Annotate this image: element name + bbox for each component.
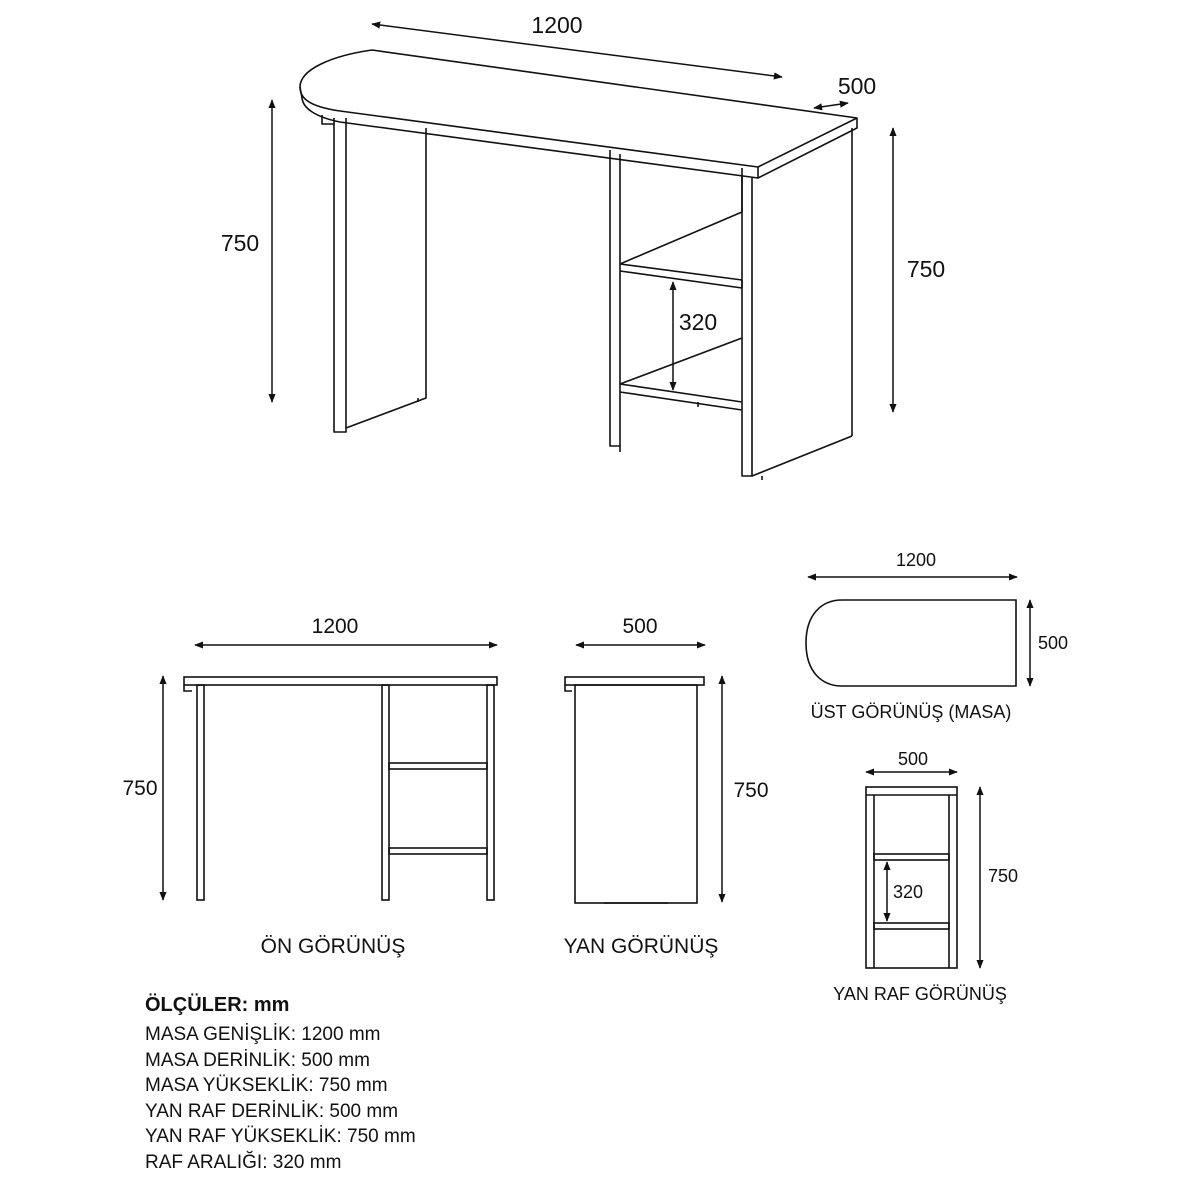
- spec-label: YAN RAF YÜKSEKLİK:: [145, 1126, 342, 1148]
- iso-shelf-lower: [619, 337, 743, 411]
- shelf-side-width-label: 500: [898, 749, 928, 769]
- iso-shelf-outer-panel: [741, 176, 753, 477]
- side-height-label: 750: [733, 779, 768, 802]
- iso-height-right-label: 750: [907, 256, 945, 282]
- dimensions-list: ÖLÇÜLER: mm MASA GENİŞLİK: 1200 mm MASA …: [145, 992, 416, 1176]
- spec-value: 1200 mm: [301, 1024, 381, 1045]
- spec-label: YAN RAF DERİNLİK:: [145, 1100, 325, 1122]
- front-view-title: ÖN GÖRÜNÜŞ: [261, 935, 406, 958]
- shelf-side-upper-shelf: [873, 853, 950, 861]
- spec-value: 500 mm: [329, 1100, 399, 1122]
- front-view: [183, 676, 498, 901]
- front-shelf-upper: [388, 762, 488, 770]
- spec-value: 750 mm: [347, 1126, 416, 1148]
- spec-value: 500 mm: [301, 1049, 370, 1071]
- iso-depth-label: 500: [838, 73, 876, 99]
- top-view: [805, 599, 1017, 687]
- side-panel: [574, 684, 698, 904]
- front-height-label: 750: [122, 777, 157, 800]
- iso-shelf-gap-label: 320: [679, 309, 717, 335]
- spec-label: MASA GENİŞLİK:: [145, 1024, 296, 1045]
- iso-shelf-inner-panel: [609, 150, 621, 447]
- iso-depth-dimension-line: [813, 100, 849, 111]
- spec-row-table-width: MASA GENİŞLİK: 1200 mm: [145, 1022, 416, 1048]
- spec-row-shelf-spacing: RAF ARALIĞI: 320 mm: [145, 1150, 416, 1176]
- side-tabletop: [564, 676, 705, 686]
- shelf-side-gap-label: 320: [893, 882, 923, 902]
- iso-tabletop-edge: [299, 86, 759, 179]
- shelf-side-view-title: YAN RAF GÖRÜNÜŞ: [833, 984, 1007, 1004]
- side-view-title: YAN GÖRÜNÜŞ: [564, 935, 719, 958]
- top-tabletop-outline: [805, 599, 1017, 687]
- iso-width-label: 1200: [531, 12, 582, 38]
- spec-value: 750 mm: [318, 1075, 388, 1097]
- front-shelf-lower: [388, 847, 488, 855]
- spec-label: MASA YÜKSEKLİK:: [145, 1075, 314, 1097]
- front-shelf-inner-panel: [381, 684, 390, 901]
- top-width-label: 1200: [896, 550, 936, 570]
- spec-row-shelf-depth: YAN RAF DERİNLİK: 500 mm: [145, 1099, 416, 1125]
- iso-tabletop: [299, 49, 858, 168]
- top-view-title: ÜST GÖRÜNÜŞ (MASA): [811, 702, 1012, 722]
- spec-label: RAF ARALIĞI:: [145, 1151, 268, 1173]
- shelf-side-view: [865, 786, 958, 969]
- spec-row-table-depth: MASA DERİNLİK: 500 mm: [145, 1048, 416, 1074]
- shelf-side-outer: [865, 786, 958, 969]
- front-tabletop: [183, 676, 498, 686]
- shelf-side-height-label: 750: [988, 866, 1018, 886]
- iso-height-left-label: 750: [221, 230, 259, 256]
- spec-row-shelf-height: YAN RAF YÜKSEKLİK: 750 mm: [145, 1124, 416, 1150]
- iso-width-dimension-line: [371, 21, 783, 80]
- iso-shelf-upper: [619, 211, 743, 289]
- dimensions-title: ÖLÇÜLER: mm: [145, 994, 290, 1016]
- spec-value: 320 mm: [272, 1151, 342, 1173]
- front-width-label: 1200: [312, 615, 359, 638]
- side-view: [564, 676, 705, 904]
- iso-left-leg: [333, 118, 427, 433]
- spec-row-table-height: MASA YÜKSEKLİK: 750 mm: [145, 1073, 416, 1099]
- isometric-view: [299, 49, 858, 480]
- shelf-side-lower-shelf: [873, 922, 950, 930]
- front-left-leg: [196, 684, 205, 901]
- spec-label: MASA DERİNLİK:: [145, 1049, 296, 1071]
- side-width-label: 500: [622, 615, 657, 638]
- top-depth-label: 500: [1038, 633, 1068, 653]
- front-shelf-outer-panel: [486, 684, 495, 901]
